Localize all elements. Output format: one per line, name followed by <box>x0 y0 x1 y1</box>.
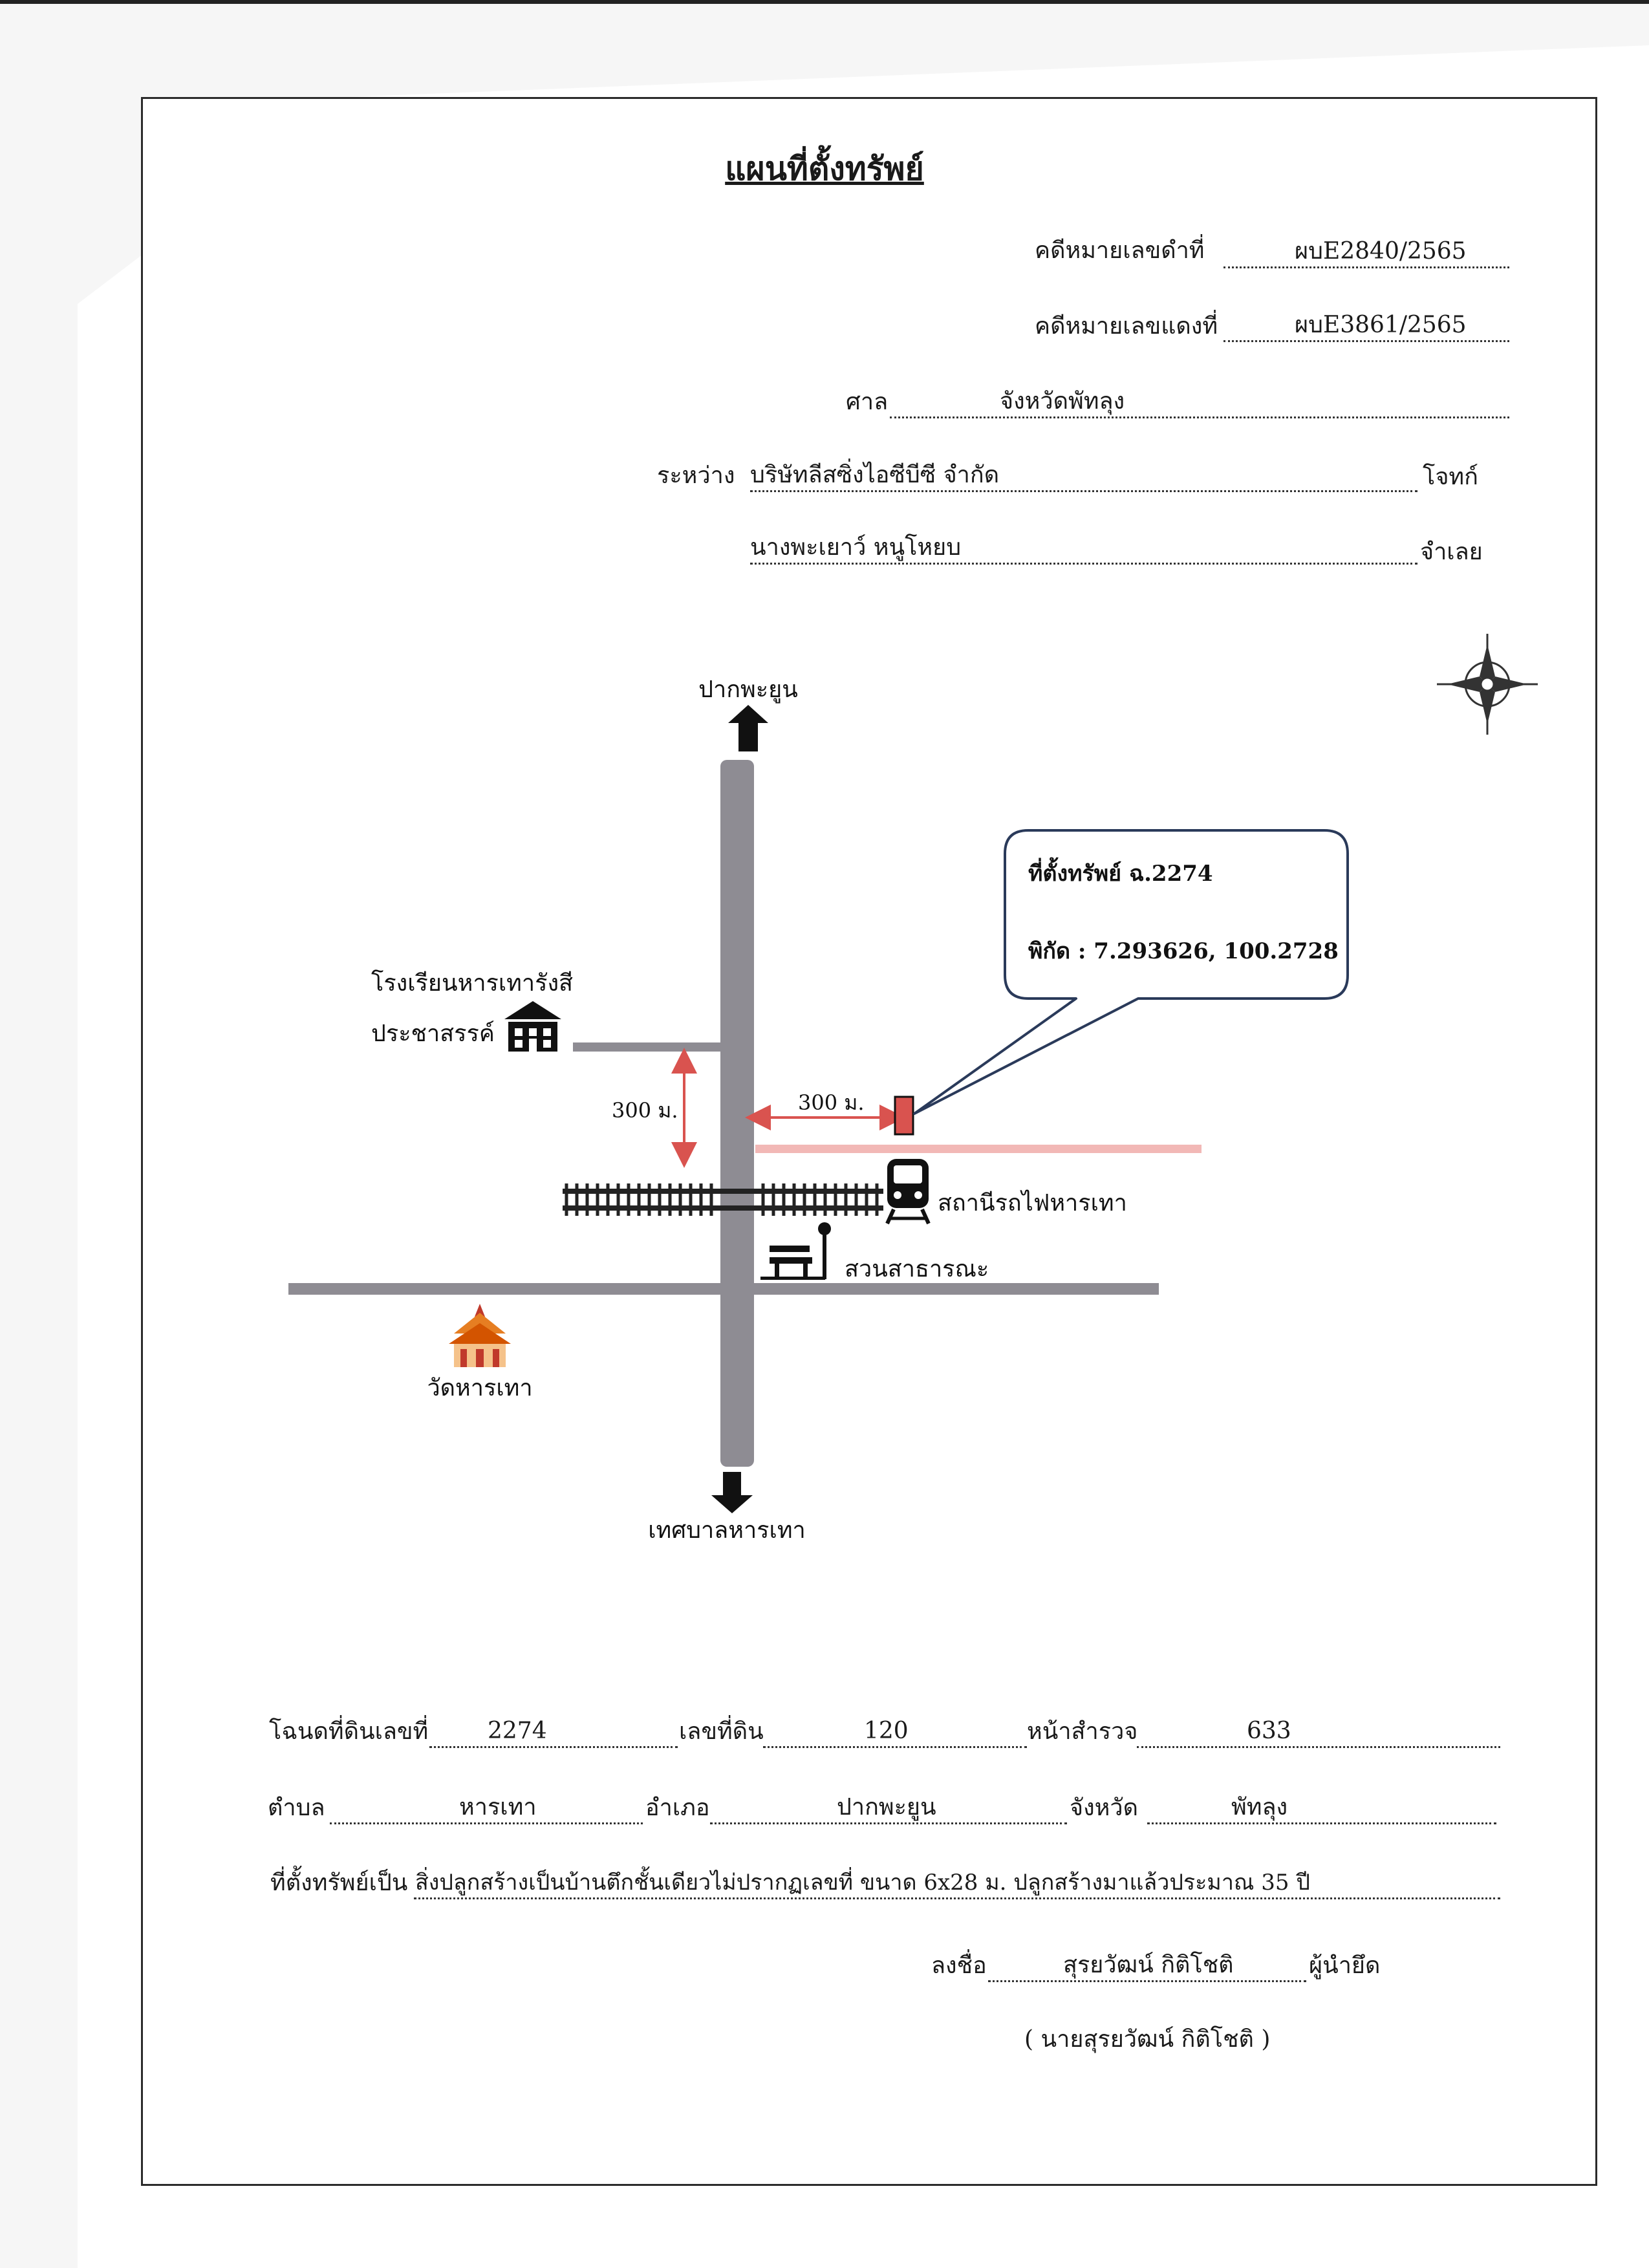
red-no-label: คดีหมายเลขแดงที่ <box>1035 313 1218 340</box>
signer-field: สุรยวัฒน์ กิติโชติ <box>988 1950 1306 1982</box>
temple-label: วัดหารเทา <box>427 1375 532 1401</box>
court-field: จังหวัดพัทลุง <box>890 387 1509 418</box>
train-icon <box>885 1159 931 1225</box>
province-value: พัทลุง <box>1231 1794 1288 1820</box>
land-no-field: 120 <box>763 1716 1027 1748</box>
school-road <box>573 1042 722 1052</box>
deed-label: โฉนดที่ดินเลขที่ <box>269 1718 429 1745</box>
defendant-field: นางพะเยาว์ หนูโหยบ <box>750 533 1417 565</box>
park-bench-icon <box>760 1222 831 1280</box>
court-value: จังหวัดพัทลุง <box>1000 388 1125 415</box>
defendant-value: นางพะเยาว์ หนูโหยบ <box>750 534 962 561</box>
property-desc-value: สิ่งปลูกสร้างเป็นบ้านตึกชั้นเดียวไม่ปราก… <box>415 1870 1310 1895</box>
deed-no-value: 2274 <box>488 1718 547 1744</box>
sign-label: ลงชื่อ <box>931 1952 987 1979</box>
property-type-label: ที่ตั้งทรัพย์เป็น <box>270 1870 408 1896</box>
document-frame <box>141 97 1597 2186</box>
province-label: จังหวัด <box>1070 1795 1138 1821</box>
printed-name: ( นายสุรยวัฒน์ กิติโชติ ) <box>1024 2026 1271 2053</box>
callout-coordinates: พิกัด : 7.293626, 100.2728 <box>1028 938 1339 964</box>
compass-icon <box>1437 634 1538 735</box>
survey-no-field: 633 <box>1137 1716 1500 1748</box>
black-no-field: ผบE2840/2565 <box>1223 237 1509 268</box>
red-no-value: ผบE3861/2565 <box>1295 312 1467 338</box>
black-no-value: ผบE2840/2565 <box>1295 238 1467 265</box>
deed-no-field: 2274 <box>429 1716 678 1748</box>
survey-label: หน้าสำรวจ <box>1027 1718 1138 1745</box>
defendant-role: จำเลย <box>1420 539 1483 565</box>
plaintiff-value: บริษัทลีสซิ่งไอซีบีซี จำกัด <box>750 462 1000 488</box>
south-label: เทศบาลหารเทา <box>648 1517 806 1544</box>
property-callout: ที่ตั้งทรัพย์ ฉ.2274 พิกัด : 7.293626, 1… <box>913 829 1349 1115</box>
vertical-distance-label: 300 ม. <box>612 1098 678 1123</box>
district-field: ปากพะยูน <box>710 1793 1067 1824</box>
survey-no-value: 633 <box>1247 1718 1291 1744</box>
horizontal-distance-label: 300 ม. <box>798 1090 865 1115</box>
property-road <box>755 1145 1202 1153</box>
main-road <box>720 760 754 1467</box>
black-no-label: คดีหมายเลขดำที่ <box>1035 237 1205 264</box>
red-no-field: ผบE3861/2565 <box>1223 310 1509 342</box>
district-value: ปากพะยูน <box>837 1794 936 1820</box>
school-label-line2: ประชาสรรค์ <box>371 1021 495 1047</box>
signer-role: ผู้นำยึด <box>1309 1952 1381 1979</box>
school-icon <box>504 1001 561 1052</box>
district-label: อำเภอ <box>645 1795 710 1821</box>
page-title: แผนที่ตั้งทรัพย์ <box>725 149 924 188</box>
south-arrow-icon <box>711 1472 753 1513</box>
subdistrict-value: หารเทา <box>459 1794 537 1820</box>
station-label: สถานีรถไฟหารเทา <box>938 1189 1127 1216</box>
property-desc-field: สิ่งปลูกสร้างเป็นบ้านตึกชั้นเดียวไม่ปราก… <box>414 1868 1500 1899</box>
north-label: ปากพะยูน <box>698 676 798 704</box>
property-marker <box>894 1096 914 1136</box>
callout-title: ที่ตั้งทรัพย์ ฉ.2274 <box>1028 857 1213 887</box>
between-label: ระหว่าง <box>657 462 735 489</box>
subdistrict-field: หารเทา <box>330 1793 643 1824</box>
north-arrow-icon <box>728 705 768 751</box>
railway-track <box>563 1183 883 1216</box>
plaintiff-role: โจทก์ <box>1423 464 1478 490</box>
school-label-line1: โรงเรียนหารเทารังสี <box>371 969 573 997</box>
land-no-value: 120 <box>864 1718 909 1744</box>
signer-value: สุรยวัฒน์ กิติโชติ <box>1063 1952 1234 1978</box>
park-label: สวนสาธารณะ <box>845 1256 989 1282</box>
land-no-label: เลขที่ดิน <box>679 1718 764 1745</box>
court-label: ศาล <box>846 389 889 415</box>
plaintiff-field: บริษัทลีสซิ่งไอซีบีซี จำกัด <box>750 460 1417 492</box>
temple-icon <box>449 1304 511 1367</box>
cross-road <box>288 1283 1159 1295</box>
subdistrict-label: ตำบล <box>268 1795 325 1821</box>
province-field: พัทลุง <box>1147 1793 1496 1824</box>
